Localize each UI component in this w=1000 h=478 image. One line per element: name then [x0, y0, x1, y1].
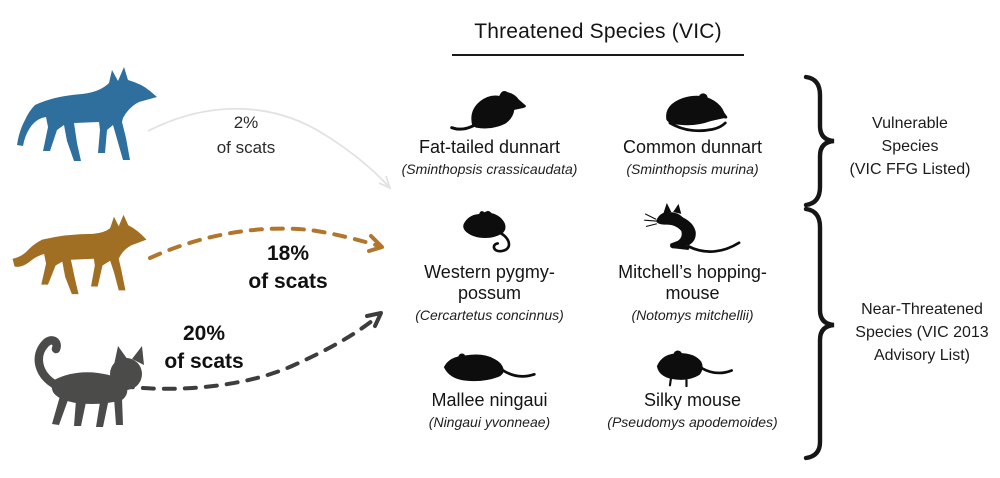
dingo-body-shape — [17, 67, 157, 161]
group-label-line: Species (VIC 2013 — [855, 324, 989, 341]
cat-ear-shape — [114, 346, 128, 365]
group-label-near-threatened: Near-Threatened Species (VIC 2013 Adviso… — [836, 298, 1000, 367]
fox-scat-percentage-label: 18% of scats — [223, 240, 353, 296]
percent-unit: of scats — [164, 350, 244, 373]
cat-ear-shape — [132, 346, 144, 365]
fat-tailed-dunnart-icon — [449, 90, 526, 131]
species-latin-name: (Ningaui yvonneae) — [428, 414, 551, 430]
diagram-title-text: Threatened Species (VIC) — [474, 20, 722, 43]
cat-scat-percentage-label: 20% of scats — [139, 320, 269, 376]
dingo-scat-percentage-label: 2% of scats — [186, 110, 306, 160]
species-latin-name: (Cercartetus concinnus) — [415, 307, 564, 323]
species-latin-name: (Pseudomys apodemoides) — [607, 414, 778, 430]
fox-silhouette-icon — [12, 214, 147, 295]
percent-value: 20% — [182, 322, 226, 345]
cat-legs-shape — [52, 396, 123, 427]
percent-unit: of scats — [216, 138, 276, 157]
species-iconbox — [387, 203, 592, 259]
fox-body-shape — [12, 214, 147, 295]
species-iconbox — [590, 347, 795, 387]
mitchells-hopping-mouse-icon — [643, 203, 740, 253]
species-common-name: Silky mouse — [643, 390, 742, 410]
species-card-western-pygmy-possum: Western pygmy-possum (Cercartetus concin… — [387, 203, 592, 324]
group-label-line: Advisory List) — [873, 347, 971, 364]
group-label-line: (VIC FFG Listed) — [849, 161, 971, 178]
vulnerable-group-brace-icon — [803, 74, 835, 208]
group-label-line: Species — [881, 138, 939, 155]
western-pygmy-possum-icon — [462, 211, 510, 253]
silky-mouse-icon — [656, 350, 733, 387]
species-common-name: Fat-tailed dunnart — [418, 137, 561, 157]
mallee-ningaui-icon — [443, 353, 536, 382]
species-latin-name: (Notomys mitchellii) — [631, 307, 754, 323]
species-card-common-dunnart: Common dunnart (Sminthopsis murina) — [590, 84, 795, 178]
species-latin-name: (Sminthopsis murina) — [626, 161, 759, 177]
percent-value: 2% — [233, 113, 259, 132]
group-label-line: Vulnerable — [872, 115, 948, 132]
fox-scat-arrowhead-icon — [367, 234, 384, 253]
cat-body-shape — [51, 372, 128, 404]
cat-scat-arrowhead-icon — [365, 311, 383, 328]
species-common-name: Western pygmy-possum — [424, 262, 555, 303]
species-iconbox — [590, 84, 795, 134]
dingo-silhouette-icon — [17, 67, 157, 161]
percent-unit: of scats — [248, 270, 328, 293]
species-latin-name: (Sminthopsis crassicaudata) — [401, 161, 578, 177]
species-iconbox — [387, 347, 592, 387]
species-card-mallee-ningaui: Mallee ningaui (Ningaui yvonneae) — [387, 347, 592, 431]
group-label-vulnerable: Vulnerable Species (VIC FFG Listed) — [840, 112, 980, 181]
group-label-line: Near-Threatened — [861, 301, 983, 318]
percent-value: 18% — [266, 242, 310, 265]
species-card-mitchells-hopping-mouse: Mitchell’s hopping-mouse (Notomys mitche… — [590, 203, 795, 324]
species-common-name: Common dunnart — [622, 137, 763, 157]
species-card-silky-mouse: Silky mouse (Pseudomys apodemoides) — [590, 347, 795, 431]
cat-tail-shape — [34, 336, 61, 389]
common-dunnart-icon — [665, 93, 727, 133]
species-card-fat-tailed-dunnart: Fat-tailed dunnart (Sminthopsis crassica… — [387, 84, 592, 178]
species-iconbox — [590, 203, 795, 259]
species-iconbox — [387, 84, 592, 134]
near-threatened-group-brace-icon — [803, 206, 835, 461]
diagram-title: Threatened Species (VIC) — [452, 20, 744, 56]
species-common-name: Mitchell’s hopping-mouse — [618, 262, 767, 303]
species-common-name: Mallee ningaui — [431, 390, 548, 410]
cat-silhouette-icon — [34, 336, 144, 427]
